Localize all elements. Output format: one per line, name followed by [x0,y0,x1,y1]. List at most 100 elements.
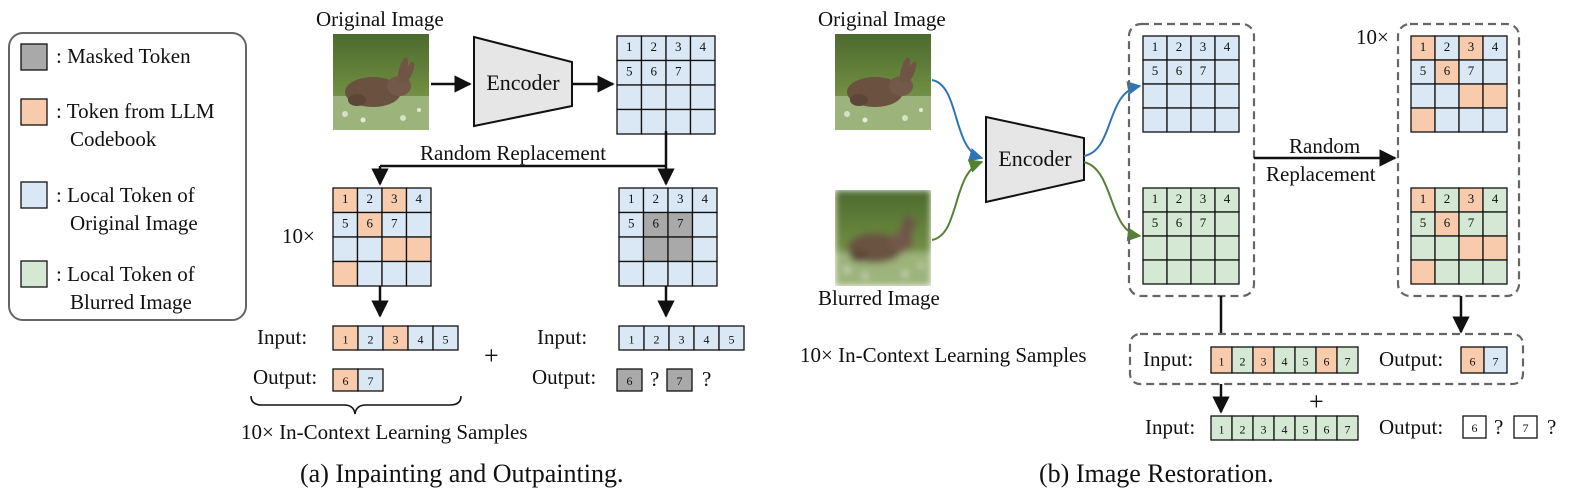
grid-cell [405,236,432,263]
sequence-token-number: 2 [368,332,374,346]
grid-cell [1166,211,1192,237]
b-grids-dashed-box [1127,22,1256,298]
a-query-out-token-1 [616,368,643,392]
sequence-token-number: 6 [343,374,349,388]
sequence-token-number: 6 [1324,422,1330,436]
grid-cell-number: 6 [1176,63,1183,78]
grid-cell-number: 1 [626,39,633,54]
grid-cell [1458,83,1484,109]
a-query-out-num-2: 7 [677,374,683,388]
a-original-image-label: Original Image [316,7,444,31]
sequence-token-number: 2 [1240,422,1246,436]
grid-cell [332,187,359,214]
grid-cell [1458,211,1484,237]
grid-cell-number: 3 [677,191,684,206]
sequence-token-number: 1 [1219,422,1225,436]
sequence-token [643,325,670,351]
grid-cell-number: 3 [1200,39,1207,54]
grid-cell [642,187,669,214]
a-query-out-num-1: 6 [627,374,633,388]
a-brace [250,395,462,415]
a-times-label: 10× [282,224,315,248]
grid-cell [332,260,359,287]
sequence-token [718,325,745,351]
grid-cell-number: 7 [1468,63,1475,78]
grid-cell [1458,107,1484,133]
grid-cell [1434,235,1460,261]
grid-cell [642,260,669,287]
grid-cell [1190,235,1216,261]
sequence-token-number: 1 [629,332,635,346]
grid-cell-number: 1 [1420,191,1427,206]
grid-cell-number: 2 [1176,191,1183,206]
grid-cell-number: 5 [626,64,633,79]
grid-cell-number: 4 [1492,39,1499,54]
b-arrow-encoder-to-blurred-grid [1083,161,1142,242]
sequence-token [618,325,645,351]
b-arrow-blurred-to-encoder [931,159,984,241]
grid-cell [1434,211,1460,237]
grid-cell [1482,83,1508,109]
grid-cell-number: 7 [1200,63,1207,78]
grid-cell [689,84,716,111]
sequence-token-number: 4 [1282,422,1288,436]
grid-cell [1410,35,1436,61]
b-query-out-token-2 [1513,415,1538,439]
grid-cell [616,84,643,111]
a-icl-samples: 10× In-Context Learning Samples [241,420,528,444]
b-original-image-label: Original Image [818,7,946,31]
b-query-out-token-1 [1462,415,1487,439]
grid-cell-number: 6 [367,216,374,231]
grid-cell [667,211,694,238]
b-query-output-label: Output: [1379,415,1443,439]
grid-cell-number: 5 [1420,215,1427,230]
a-query-input-label: Input: [537,325,587,349]
sequence-token-number: 5 [1303,422,1309,436]
grid-cell [1190,83,1216,109]
grid-cell [665,108,692,135]
sequence-token-number: 4 [418,332,424,346]
legend-llm-swatch [20,98,48,126]
sequence-token-number: 5 [1303,355,1309,369]
a-query-output-label: Output: [532,365,596,389]
grid-cell [1142,235,1168,261]
grid-cell-number: 6 [1444,215,1451,230]
grid-cell [1410,235,1436,261]
sequence-token-number: 5 [729,332,735,346]
b-original-image [835,34,931,130]
grid-cell [1214,211,1240,237]
grid-cell-number: 5 [1420,63,1427,78]
b-random-label-1: Random [1289,134,1360,158]
grid-cell-number: 3 [391,191,398,206]
sequence-token [432,325,459,351]
a-input-label: Input: [257,325,307,349]
grid-cell-number: 4 [700,39,707,54]
grid-cell [356,260,383,287]
grid-cell [381,236,408,263]
grid-cell-number: 4 [1224,39,1231,54]
legend-original-label-1: : Local Token of [56,183,195,207]
grid-cell-number: 5 [1152,63,1159,78]
grid-cell [1166,235,1192,261]
grid-cell [1482,59,1508,85]
grid-cell [332,236,359,263]
grid-cell [1410,83,1436,109]
a-output-label: Output: [253,365,317,389]
b-query-question-2: ? [1547,415,1556,439]
legend-masked-label: : Masked Token [56,44,191,68]
grid-cell [1434,107,1460,133]
grid-cell-number: 1 [1420,39,1427,54]
b-encoder-label: Encoder [998,146,1072,171]
grid-cell [691,187,718,214]
sequence-token [382,325,409,351]
grid-cell-number: 6 [1176,215,1183,230]
grid-cell [1482,107,1508,133]
grid-cell-number: 2 [651,39,658,54]
b-random-label-2: Replacement [1266,162,1376,186]
